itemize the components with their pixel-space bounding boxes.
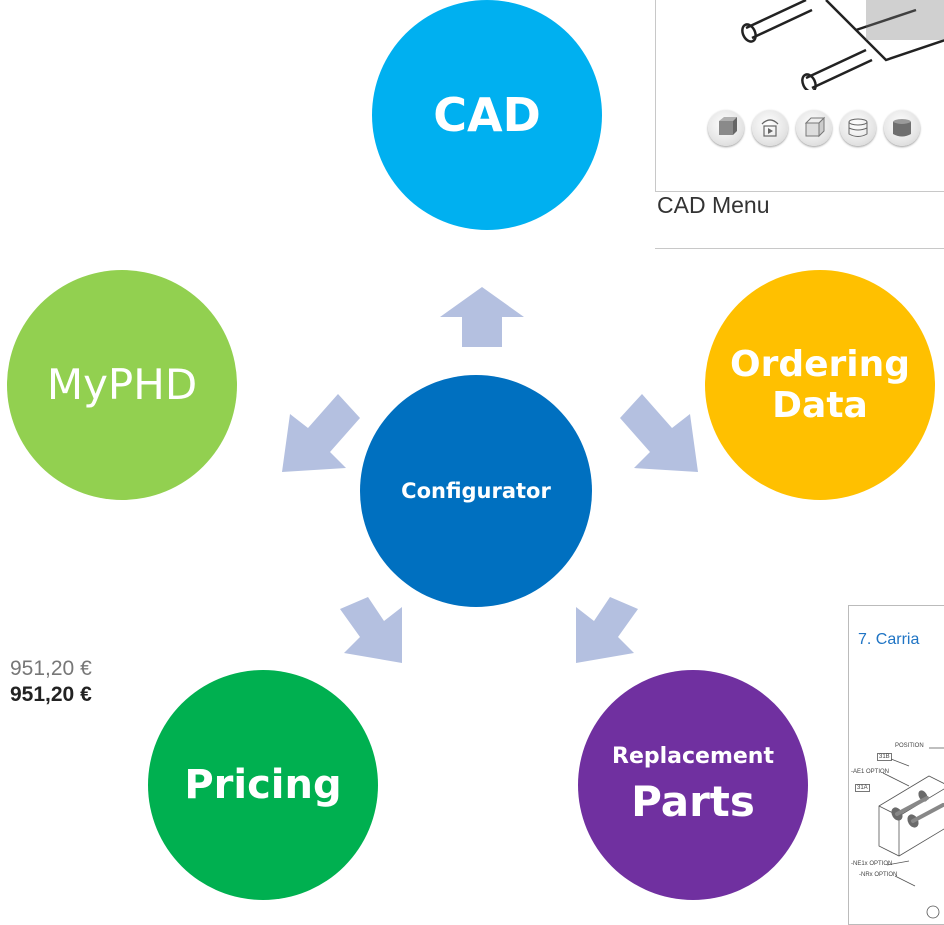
outline-cylinder-icon[interactable]: [840, 110, 876, 146]
pricing-circle: Pricing: [148, 670, 378, 900]
parts-drawing-panel: 7. Carria POSITION 31B -AE1 OPTION 31A -…: [848, 605, 944, 925]
cad-model-image: [741, 0, 944, 90]
myphd-circle: MyPHD: [7, 270, 237, 500]
parts-drawing-image: [878, 747, 944, 919]
drawing-callout: 31B: [877, 753, 892, 761]
cad-circle: CAD: [372, 0, 602, 230]
arrow-to-myphd: [282, 394, 360, 472]
drawing-callout: 31A: [855, 784, 870, 792]
rotate-play-icon[interactable]: [752, 110, 788, 146]
ordering-label-line2: Data: [772, 385, 868, 426]
parts-drawing-title: 7. Carria: [858, 631, 920, 648]
shaded-view-icon[interactable]: [708, 110, 744, 146]
arrow-to-parts: [576, 597, 638, 663]
arrow-to-ordering: [620, 394, 698, 472]
parts-label-line1: Replacement: [612, 744, 774, 770]
list-price: 951,20 €: [10, 657, 92, 680]
ordering-label-line1: Ordering: [729, 343, 911, 385]
pricing-label: Pricing: [184, 762, 342, 808]
wireframe-cube-icon[interactable]: [796, 110, 832, 146]
drawing-label: -NE1x OPTION: [851, 861, 893, 867]
cad-menu-panel: CAD Menu: [655, 0, 944, 249]
ordering-data-circle: Ordering Data: [705, 270, 935, 500]
drawing-label: POSITION: [895, 743, 924, 749]
configurator-label: Configurator: [401, 478, 551, 503]
myphd-label: MyPHD: [46, 359, 198, 409]
drawing-label: -NRx OPTION: [859, 872, 898, 878]
drawing-label: -AE1 OPTION: [851, 769, 890, 775]
solid-cylinder-icon[interactable]: [884, 110, 920, 146]
cad-menu-caption: CAD Menu: [657, 192, 770, 218]
net-price: 951,20 €: [10, 683, 92, 706]
parts-label-line2: Parts: [631, 776, 755, 826]
cad-menu-divider: [655, 248, 944, 249]
arrow-to-cad: [440, 287, 524, 347]
replacement-parts-circle: Replacement Parts: [578, 670, 808, 900]
cad-label: CAD: [433, 87, 541, 142]
configurator-circle: Configurator: [360, 375, 592, 607]
cad-viewer: [655, 0, 944, 192]
arrow-to-pricing: [340, 597, 402, 663]
